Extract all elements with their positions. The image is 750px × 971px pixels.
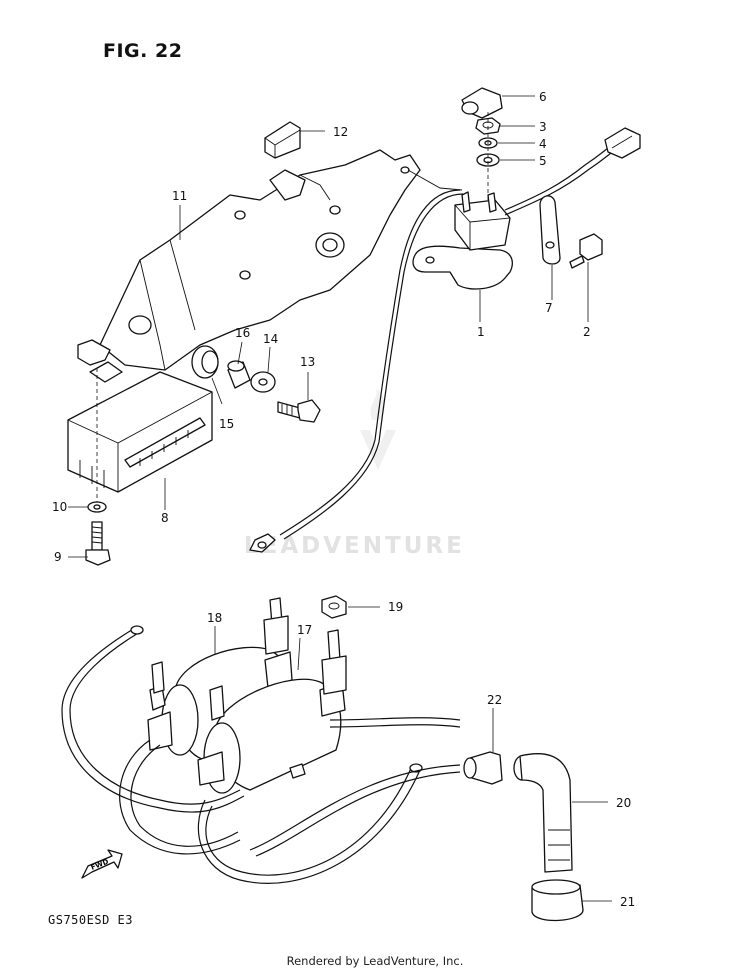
- cap-12: [264, 121, 301, 159]
- clamp-7: [539, 195, 561, 265]
- callout-16: 16: [235, 326, 250, 340]
- footer-credit: Rendered by LeadVenture, Inc.: [286, 954, 464, 968]
- fwd-label: FWD: [90, 858, 110, 872]
- figure-title: FIG. 22: [103, 40, 183, 62]
- terminal-boot-6: [461, 87, 503, 119]
- callout-3: 3: [539, 120, 547, 134]
- bolt-9: [85, 521, 111, 566]
- callout-22: 22: [487, 693, 502, 707]
- callout-1: 1: [477, 325, 485, 339]
- callout-19: 19: [388, 600, 403, 614]
- watermark-logo: [360, 388, 396, 470]
- callout-12: 12: [333, 125, 348, 139]
- seal-22: [463, 751, 503, 785]
- callout-10: 10: [52, 500, 67, 514]
- washer-10: [87, 501, 107, 513]
- plug-cover-21: [531, 879, 584, 922]
- fwd-arrow-icon: FWD: [81, 849, 123, 879]
- callout-13: 13: [300, 355, 315, 369]
- callout-15: 15: [219, 417, 234, 431]
- nut-19: [321, 595, 347, 619]
- bolt-13: [277, 399, 321, 423]
- callout-2: 2: [583, 325, 591, 339]
- callout-4: 4: [539, 137, 547, 151]
- starter-relay-1: [412, 191, 513, 290]
- model-code: GS750ESD E3: [48, 913, 133, 927]
- ground-wire: [249, 189, 464, 553]
- wire-to-bracket: [407, 169, 463, 191]
- callout-14: 14: [263, 332, 278, 346]
- callout-11: 11: [172, 189, 187, 203]
- callout-20: 20: [616, 796, 631, 810]
- callout-17: 17: [297, 623, 312, 637]
- collar-16: [227, 360, 251, 389]
- callout-21: 21: [620, 895, 635, 909]
- relay-wire-harness: [504, 127, 641, 216]
- callout-5: 5: [539, 154, 547, 168]
- regulator-8: [67, 361, 213, 493]
- screw-2: [569, 233, 603, 269]
- callout-9: 9: [54, 550, 62, 564]
- callout-8: 8: [161, 511, 169, 525]
- watermark: LEADVENTURE: [244, 533, 465, 559]
- ignition-coil-17: [197, 629, 347, 794]
- high-tension-leads: [61, 625, 461, 884]
- callout-6: 6: [539, 90, 547, 104]
- grommet-15: [191, 345, 219, 379]
- callout-7: 7: [545, 301, 553, 315]
- washer-14: [250, 371, 276, 393]
- bracket-11: [77, 149, 421, 371]
- callout-18: 18: [207, 611, 222, 625]
- spark-plug-cap-20: [513, 753, 573, 873]
